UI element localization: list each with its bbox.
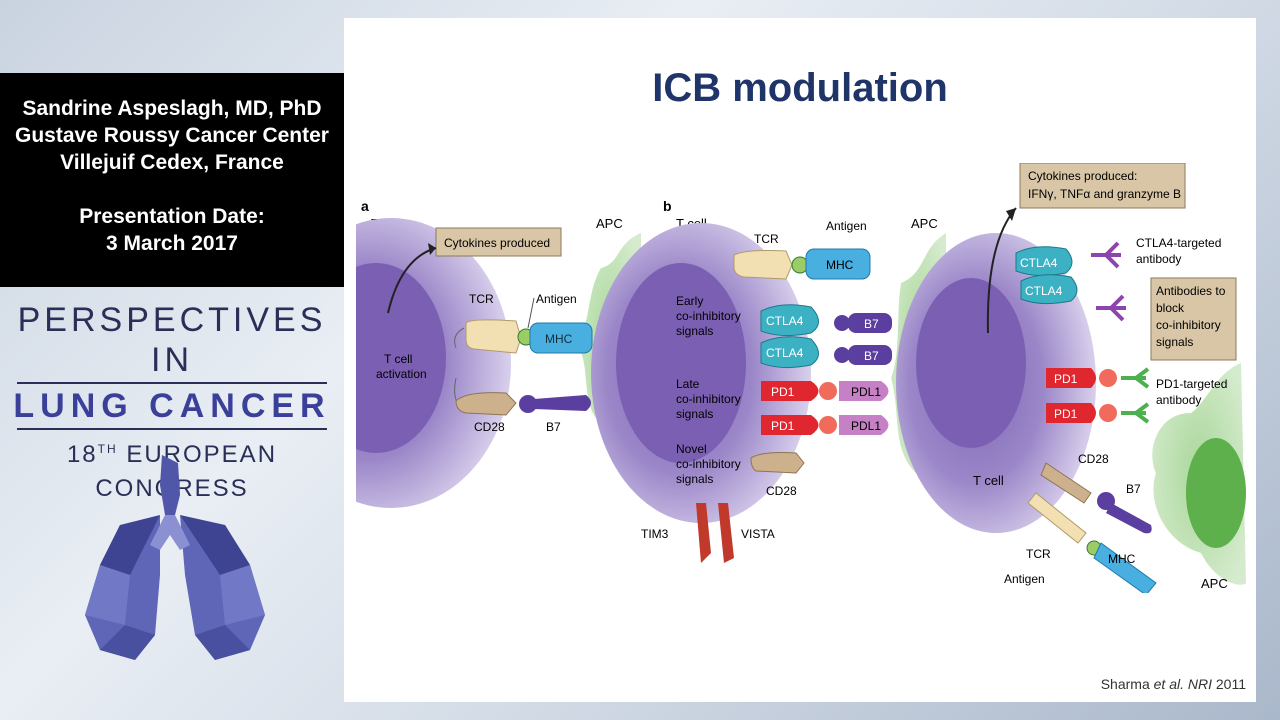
svg-text:co-inhibitory: co-inhibitory (1156, 318, 1221, 332)
presenter-institution: Gustave Roussy Cancer Center (15, 124, 329, 147)
vista-label: VISTA (741, 527, 775, 541)
cytokines-box-c (1019, 163, 1186, 209)
antibodies-box (1150, 277, 1237, 361)
svg-text:B7: B7 (1126, 482, 1141, 496)
apc-label-c: APC (1201, 576, 1228, 591)
congress-logo: PERSPECTIVES IN LUNG CANCER 18TH EUROPEA… (0, 300, 344, 506)
svg-text:IFNγ, TNFα and granzyme B: IFNγ, TNFα and granzyme B (1028, 187, 1181, 201)
svg-text:antibody: antibody (1136, 252, 1181, 266)
svg-text:PD1: PD1 (1054, 407, 1078, 421)
activation-label-2: activation (376, 367, 427, 381)
svg-text:antibody: antibody (1156, 393, 1201, 407)
congress-line3: 18TH EUROPEAN CONGRESS (66, 441, 278, 502)
svg-text:signals: signals (676, 472, 713, 486)
svg-text:TCR: TCR (1026, 547, 1051, 561)
tcr-b (733, 250, 793, 280)
presenter-name: Sandrine Aspeslagh, MD, PhD (22, 97, 322, 120)
svg-text:MHC: MHC (1108, 552, 1136, 566)
cd28-a (455, 392, 517, 416)
svg-text:Late: Late (676, 377, 700, 391)
pdl1-label-b2: PDL1 (851, 419, 881, 433)
panel-b-apc-label: APC (911, 216, 938, 231)
ctla4-label-b1: CTLA4 (766, 314, 804, 328)
activation-label-1: T cell (384, 352, 412, 366)
mhc-a (529, 322, 593, 354)
cd28-b (750, 452, 805, 474)
panel-a-letter: a (361, 198, 369, 214)
mhc-label-b: MHC (826, 258, 854, 272)
panel-a-apc-label: APC (596, 216, 623, 231)
svg-text:co-inhibitory: co-inhibitory (676, 309, 741, 323)
cd28-label-a: CD28 (474, 420, 505, 434)
congress-line1: PERSPECTIVES IN (17, 301, 327, 379)
slide-title: ICB modulation (652, 66, 948, 110)
svg-text:Cytokines produced:: Cytokines produced: (1028, 169, 1137, 183)
panel-b-letter: b (663, 198, 672, 214)
tcr-label-a: TCR (469, 292, 494, 306)
svg-text:B7: B7 (864, 317, 879, 331)
tcr-label-b: TCR (754, 232, 779, 246)
ctla4-label-b2: CTLA4 (766, 346, 804, 360)
antigen-label-a: Antigen (536, 292, 577, 306)
svg-text:signals: signals (676, 407, 713, 421)
tcr-a (465, 319, 522, 354)
citation: Sharma et al. NRI 2011 (1100, 676, 1246, 692)
presenter-info: Sandrine Aspeslagh, MD, PhD Gustave Rous… (0, 73, 344, 287)
svg-text:PD1: PD1 (1054, 372, 1078, 386)
svg-text:Early: Early (676, 294, 703, 308)
svg-text:CTLA4: CTLA4 (1025, 284, 1063, 298)
svg-text:block: block (1156, 301, 1185, 315)
mhc-b (805, 248, 871, 280)
tim3-label: TIM3 (641, 527, 669, 541)
svg-text:Novel: Novel (676, 442, 707, 456)
cytokines-box-a (435, 227, 562, 257)
date-label: Presentation Date: (79, 205, 265, 228)
svg-text:CD28: CD28 (1078, 452, 1109, 466)
b7-a (534, 395, 591, 411)
mhc-label-a: MHC (545, 332, 573, 346)
slide: ICB modulation a T cell APC Cytokines pr… (344, 18, 1256, 702)
pd1-label-b1: PD1 (771, 385, 795, 399)
svg-text:Antigen: Antigen (1004, 572, 1045, 586)
panel-c: APC T cell Cytokines produced: IFNγ, TNF… (896, 163, 1246, 593)
svg-text:CTLA4: CTLA4 (1020, 256, 1058, 270)
congress-line2: LUNG CANCER (13, 387, 331, 425)
tcell-label-c: T cell (973, 473, 1004, 488)
svg-text:B7: B7 (864, 349, 879, 363)
svg-text:co-inhibitory: co-inhibitory (676, 457, 741, 471)
icb-diagram: a T cell APC Cytokines produced T cell a… (356, 163, 1246, 593)
svg-text:signals: signals (676, 324, 713, 338)
svg-text:CTLA4-targeted: CTLA4-targeted (1136, 236, 1221, 250)
svg-text:Antibodies to: Antibodies to (1156, 284, 1226, 298)
pdl1-label-b1: PDL1 (851, 385, 881, 399)
cd28-label-b: CD28 (766, 484, 797, 498)
presentation-date: 3 March 2017 (106, 232, 238, 255)
svg-text:PD1-targeted: PD1-targeted (1156, 377, 1227, 391)
tim3 (696, 503, 711, 563)
svg-text:signals: signals (1156, 335, 1193, 349)
antigen-label-b: Antigen (826, 219, 867, 233)
pd1-label-b2: PD1 (771, 419, 795, 433)
cytokines-label-a: Cytokines produced (444, 236, 550, 250)
svg-text:co-inhibitory: co-inhibitory (676, 392, 741, 406)
presenter-location: Villejuif Cedex, France (60, 151, 284, 174)
b7-head-a (519, 395, 537, 413)
b7-label-a: B7 (546, 420, 561, 434)
lungs-icon (85, 455, 265, 660)
vista (718, 503, 734, 563)
